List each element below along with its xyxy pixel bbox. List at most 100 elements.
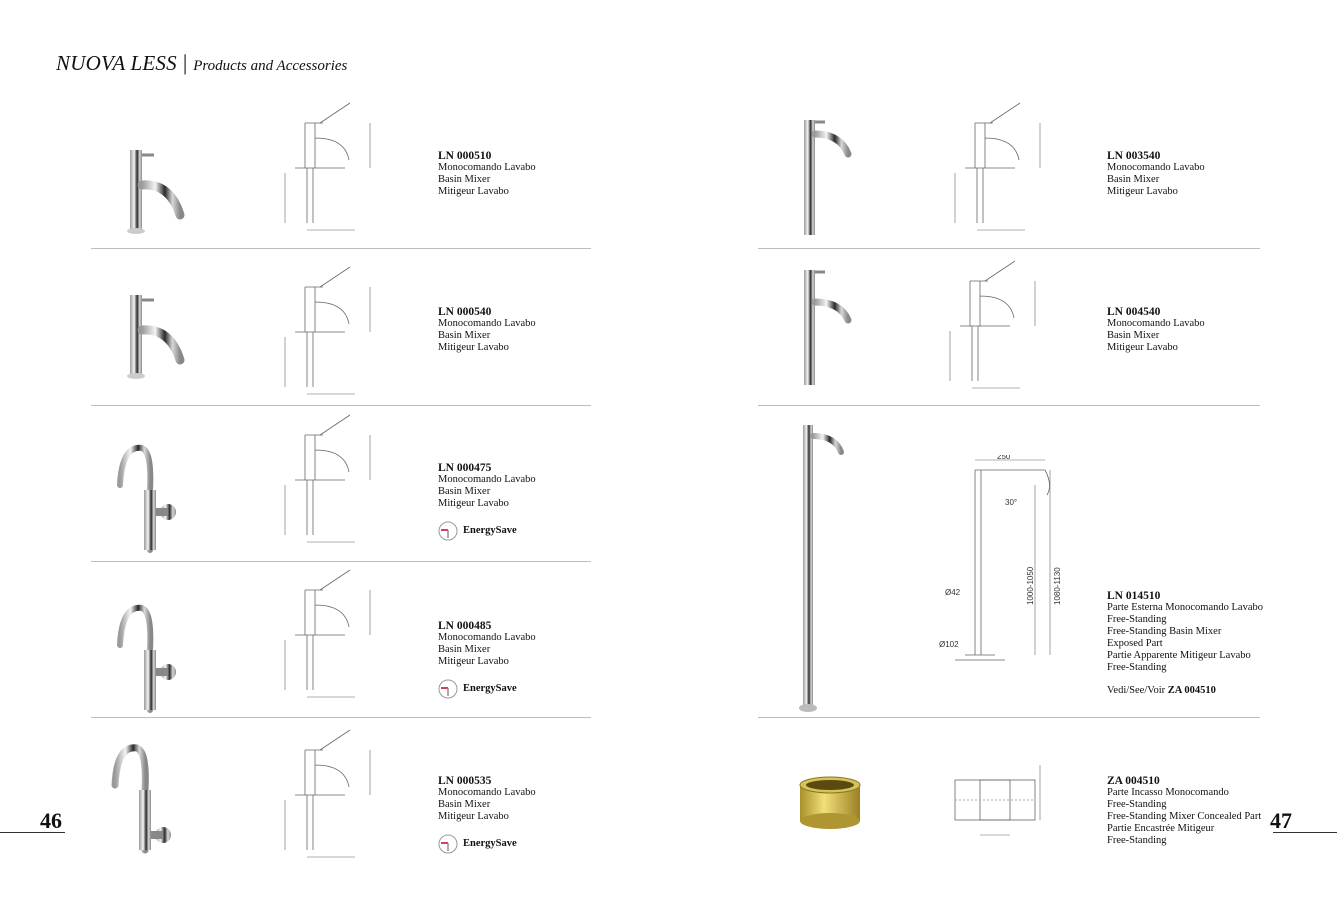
product-description-line: Exposed Part [1107, 638, 1163, 649]
product-description-line: Partie Apparente Mitigeur Lavabo [1107, 650, 1251, 661]
reference-note: Vedi/See/Voir ZA 004510 [1107, 685, 1263, 697]
product-description-line: Basin Mixer [438, 174, 491, 185]
energysave-label: EnergySave [463, 683, 517, 694]
energysave-icon [438, 521, 458, 541]
row-divider [758, 717, 1260, 718]
product-photo [110, 590, 200, 725]
page-number-rule-left [0, 832, 65, 833]
technical-drawing [940, 256, 1050, 401]
product-code: LN 000475 [438, 462, 492, 474]
energysave-badge: EnergySave [438, 834, 536, 854]
product-code: LN 000535 [438, 775, 492, 787]
product-description-line: Free-Standing Mixer Concealed Part [1107, 811, 1262, 822]
product-code: LN 014510 [1107, 590, 1161, 602]
product-description-line: Mitigeur Lavabo [1107, 342, 1178, 353]
product-description-line: Mitigeur Lavabo [438, 342, 509, 353]
dim-base: Ø102 [939, 640, 959, 649]
product-photo [110, 135, 200, 250]
product-code: LN 000510 [438, 150, 492, 162]
product-description-line: Basin Mixer [438, 644, 491, 655]
product-description-line: Mitigeur Lavabo [438, 186, 509, 197]
dim-h2: 1080-1130 [1053, 567, 1062, 605]
product-code: ZA 004510 [1107, 775, 1160, 787]
product-description-line: Monocomando Lavabo [438, 787, 536, 798]
product-description-line: Free-Standing [1107, 614, 1167, 625]
product-description-line: Monocomando Lavabo [438, 162, 536, 173]
energysave-badge: EnergySave [438, 679, 536, 699]
technical-drawing [275, 98, 385, 243]
product-description-line: Basin Mixer [1107, 330, 1160, 341]
product-description-line: Free-Standing [1107, 662, 1167, 673]
product-photo [790, 112, 870, 247]
brand-title: NUOVA LESS [56, 51, 177, 75]
product-description-line: Free-Standing [1107, 799, 1167, 810]
product-photo [785, 420, 865, 725]
dim-pipe: Ø42 [945, 588, 961, 597]
product-description-line: Monocomando Lavabo [438, 632, 536, 643]
reference-code: ZA 004510 [1167, 685, 1216, 696]
reference-prefix: Vedi/See/Voir [1107, 685, 1166, 696]
product-description-line: Basin Mixer [438, 486, 491, 497]
product-code: LN 000485 [438, 620, 492, 632]
product-description-line: Free-Standing [1107, 835, 1167, 846]
product-photo [110, 280, 200, 395]
row-divider [758, 405, 1260, 406]
header-separator: | [182, 50, 188, 75]
energysave-label: EnergySave [463, 838, 517, 849]
product-description-line: Mitigeur Lavabo [438, 656, 509, 667]
technical-drawing [275, 565, 385, 710]
technical-drawing [945, 98, 1055, 243]
product-description-line: Basin Mixer [1107, 174, 1160, 185]
technical-drawing [275, 262, 385, 407]
product-description-line: Free-Standing Basin Mixer [1107, 626, 1222, 637]
product-photo [110, 430, 200, 565]
product-description-line: Monocomando Lavabo [438, 474, 536, 485]
product-code: LN 000540 [438, 306, 492, 318]
product-description-line: Basin Mixer [438, 330, 491, 341]
dim-angle: 30° [1005, 498, 1017, 507]
row-divider [758, 248, 1260, 249]
product-description-line: Parte Incasso Monocomando [1107, 787, 1229, 798]
product-description-line: Monocomando Lavabo [1107, 318, 1205, 329]
technical-drawing [275, 410, 385, 555]
product-code: LN 003540 [1107, 150, 1161, 162]
product-description-line: Partie Encastrée Mitigeur [1107, 823, 1215, 834]
product-description-line: Basin Mixer [438, 799, 491, 810]
energysave-icon [438, 834, 458, 854]
energysave-icon [438, 679, 458, 699]
page-header: NUOVA LESS| Products and Accessories [56, 50, 347, 76]
row-divider [91, 717, 591, 718]
page-number-left: 46 [40, 808, 62, 833]
product-description-line: Mitigeur Lavabo [438, 811, 509, 822]
dim-width: 250 [997, 455, 1011, 461]
product-description-line: Monocomando Lavabo [1107, 162, 1205, 173]
product-photo [105, 730, 195, 865]
page-number-right: 47 [1270, 808, 1292, 833]
product-description-line: Mitigeur Lavabo [438, 498, 509, 509]
technical-drawing [275, 725, 385, 870]
product-description-line: Parte Esterna Monocomando Lavabo [1107, 602, 1263, 613]
dim-h1: 1000-1050 [1026, 566, 1035, 605]
product-description-line: Monocomando Lavabo [438, 318, 536, 329]
technical-drawing [945, 760, 1045, 855]
row-divider [91, 405, 591, 406]
product-photo [795, 770, 875, 845]
energysave-badge: EnergySave [438, 521, 536, 541]
header-subtitle: Products and Accessories [193, 58, 348, 74]
product-description-line: Mitigeur Lavabo [1107, 186, 1178, 197]
row-divider [91, 248, 591, 249]
page-number-rule-right [1273, 832, 1337, 833]
energysave-label: EnergySave [463, 525, 517, 536]
product-code: LN 004540 [1107, 306, 1161, 318]
product-photo [790, 262, 870, 397]
